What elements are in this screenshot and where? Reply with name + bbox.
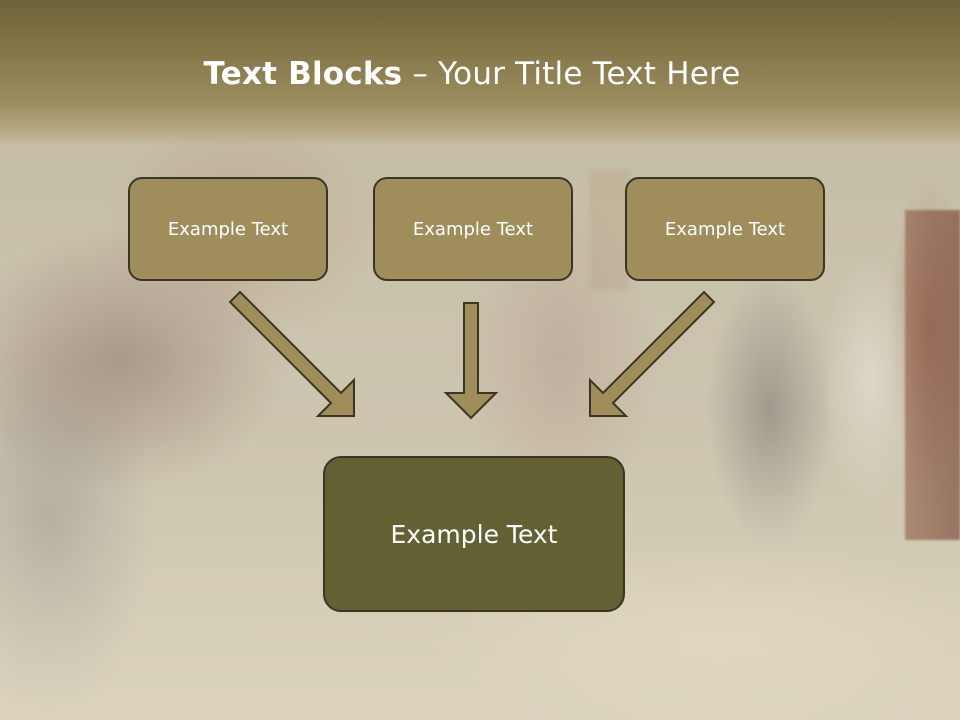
text-block-label: Example Text	[167, 218, 289, 240]
background-wall	[590, 170, 630, 290]
text-block-label: Example Text	[664, 218, 786, 240]
main-text-block-label: Example Text	[390, 519, 558, 549]
text-block-1[interactable]: Example Text	[128, 177, 328, 281]
title-rest: Your Title Text Here	[438, 56, 741, 92]
title-bold: Text Blocks	[203, 56, 403, 92]
text-block-2[interactable]: Example Text	[373, 177, 573, 281]
text-block-label: Example Text	[412, 218, 534, 240]
background-lockers	[905, 210, 960, 540]
text-block-3[interactable]: Example Text	[625, 177, 825, 281]
main-text-block[interactable]: Example Text	[323, 456, 625, 612]
header-band	[0, 0, 960, 145]
slide-title: Text Blocks – Your Title Text Here	[0, 52, 944, 96]
title-separator: –	[402, 56, 439, 92]
